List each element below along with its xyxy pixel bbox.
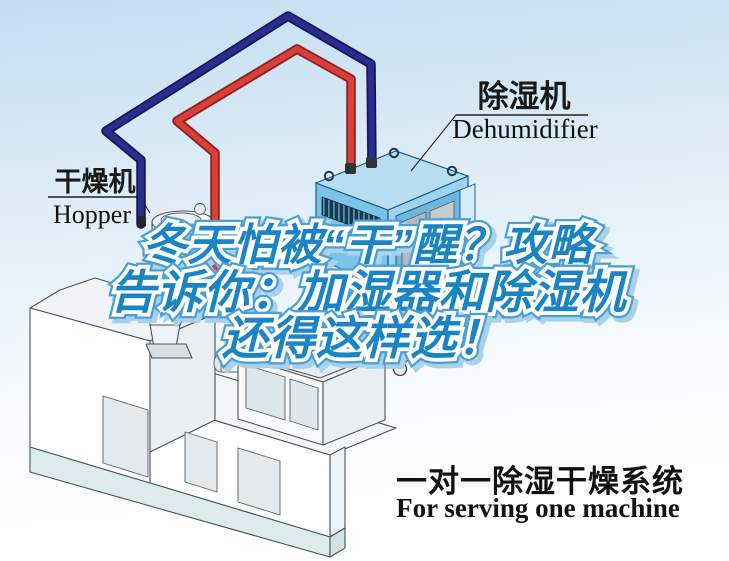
hopper-lid: [160, 212, 202, 228]
hopper-label-en: Hopper: [53, 200, 131, 229]
hopper-base: [145, 343, 193, 359]
headline-line1-shadow: 冬天怕被“干”醒？攻略: [147, 225, 603, 274]
headline-line2: 告诉你：加湿器和除湿机: [110, 266, 629, 318]
headline: 冬天怕被“干”醒？攻略 冬天怕被“干”醒？攻略 冬天怕被“干”醒？攻略 冬天怕被…: [104, 215, 639, 375]
dehumidifier-open-door: [459, 183, 476, 292]
headline-line3: 还得这样选！: [222, 312, 504, 364]
machine-window: [184, 431, 218, 493]
machine-guard-window: [289, 378, 319, 431]
injection-molding-machine-illustration: [29, 277, 397, 558]
dehumidifier-label-leader-line: [410, 114, 457, 172]
dehumidifier-door-panel: [401, 211, 427, 325]
headline-line2-shadow: 告诉你：加湿器和除湿机: [114, 270, 633, 322]
red-pipe: [174, 46, 354, 298]
red-pipe-fitting: [345, 163, 356, 174]
eyebolt-icon: [323, 170, 335, 182]
dehumidifier-vent-band: [321, 196, 381, 237]
headline-line3-white: 还得这样选！: [222, 312, 504, 364]
hopper-lid-cap: [194, 203, 206, 215]
hopper-label-zh: 干燥机: [55, 167, 136, 197]
navy-pipe: [103, 13, 375, 227]
navy-pipe-fitting: [366, 157, 377, 168]
hopper-dryer-illustration: [145, 203, 215, 359]
headline-line1-white: 冬天怕被“干”醒？攻略: [143, 221, 599, 270]
machine-skirt-endcap: [329, 527, 346, 558]
headline-line1-outer: 冬天怕被“干”醒？攻略: [143, 221, 599, 270]
navy-pipe-end-fitting: [137, 216, 146, 227]
machine-window: [102, 395, 149, 478]
headline-line1: 冬天怕被“干”醒？攻略: [143, 221, 599, 270]
dehumidifier-handle: [324, 264, 344, 276]
dehumidifier-label-en: Dehumidifier: [452, 114, 597, 144]
machine-guard-window: [245, 364, 286, 421]
eyebolt-icon: [446, 165, 458, 177]
hopper-label: 干燥机 Hopper: [48, 167, 151, 229]
pipes: [101, 11, 377, 300]
headline-line2-outer: 告诉你：加湿器和除湿机: [110, 266, 629, 318]
machine-guard-side: [322, 355, 386, 446]
caption-en: For serving one machine: [396, 493, 680, 523]
machine-guard-top-frame: [249, 337, 371, 379]
machine-body-endcap: [329, 446, 346, 538]
dehumidifier-label: 除湿机 Dehumidifier: [410, 79, 598, 172]
dehumidifier-caster-wheel: [392, 361, 408, 377]
dehumidifier-label-zh: 除湿机: [478, 79, 571, 114]
dehumidifier-illustration: [314, 147, 476, 377]
headline-line3-outer: 还得这样选！: [222, 312, 504, 364]
headline-line2-white: 告诉你：加湿器和除湿机: [110, 266, 629, 318]
machine-window: [237, 447, 281, 516]
headline-line3-shadow: 还得这样选！: [226, 316, 508, 368]
caption-zh: 一对一除湿干燥系统: [396, 464, 684, 499]
caption: 一对一除湿干燥系统 For serving one machine: [396, 464, 684, 523]
eyebolt-icon: [388, 147, 400, 159]
dehumidifier-vent-band: [321, 223, 369, 259]
dehumidifier-door-panel: [429, 200, 455, 303]
